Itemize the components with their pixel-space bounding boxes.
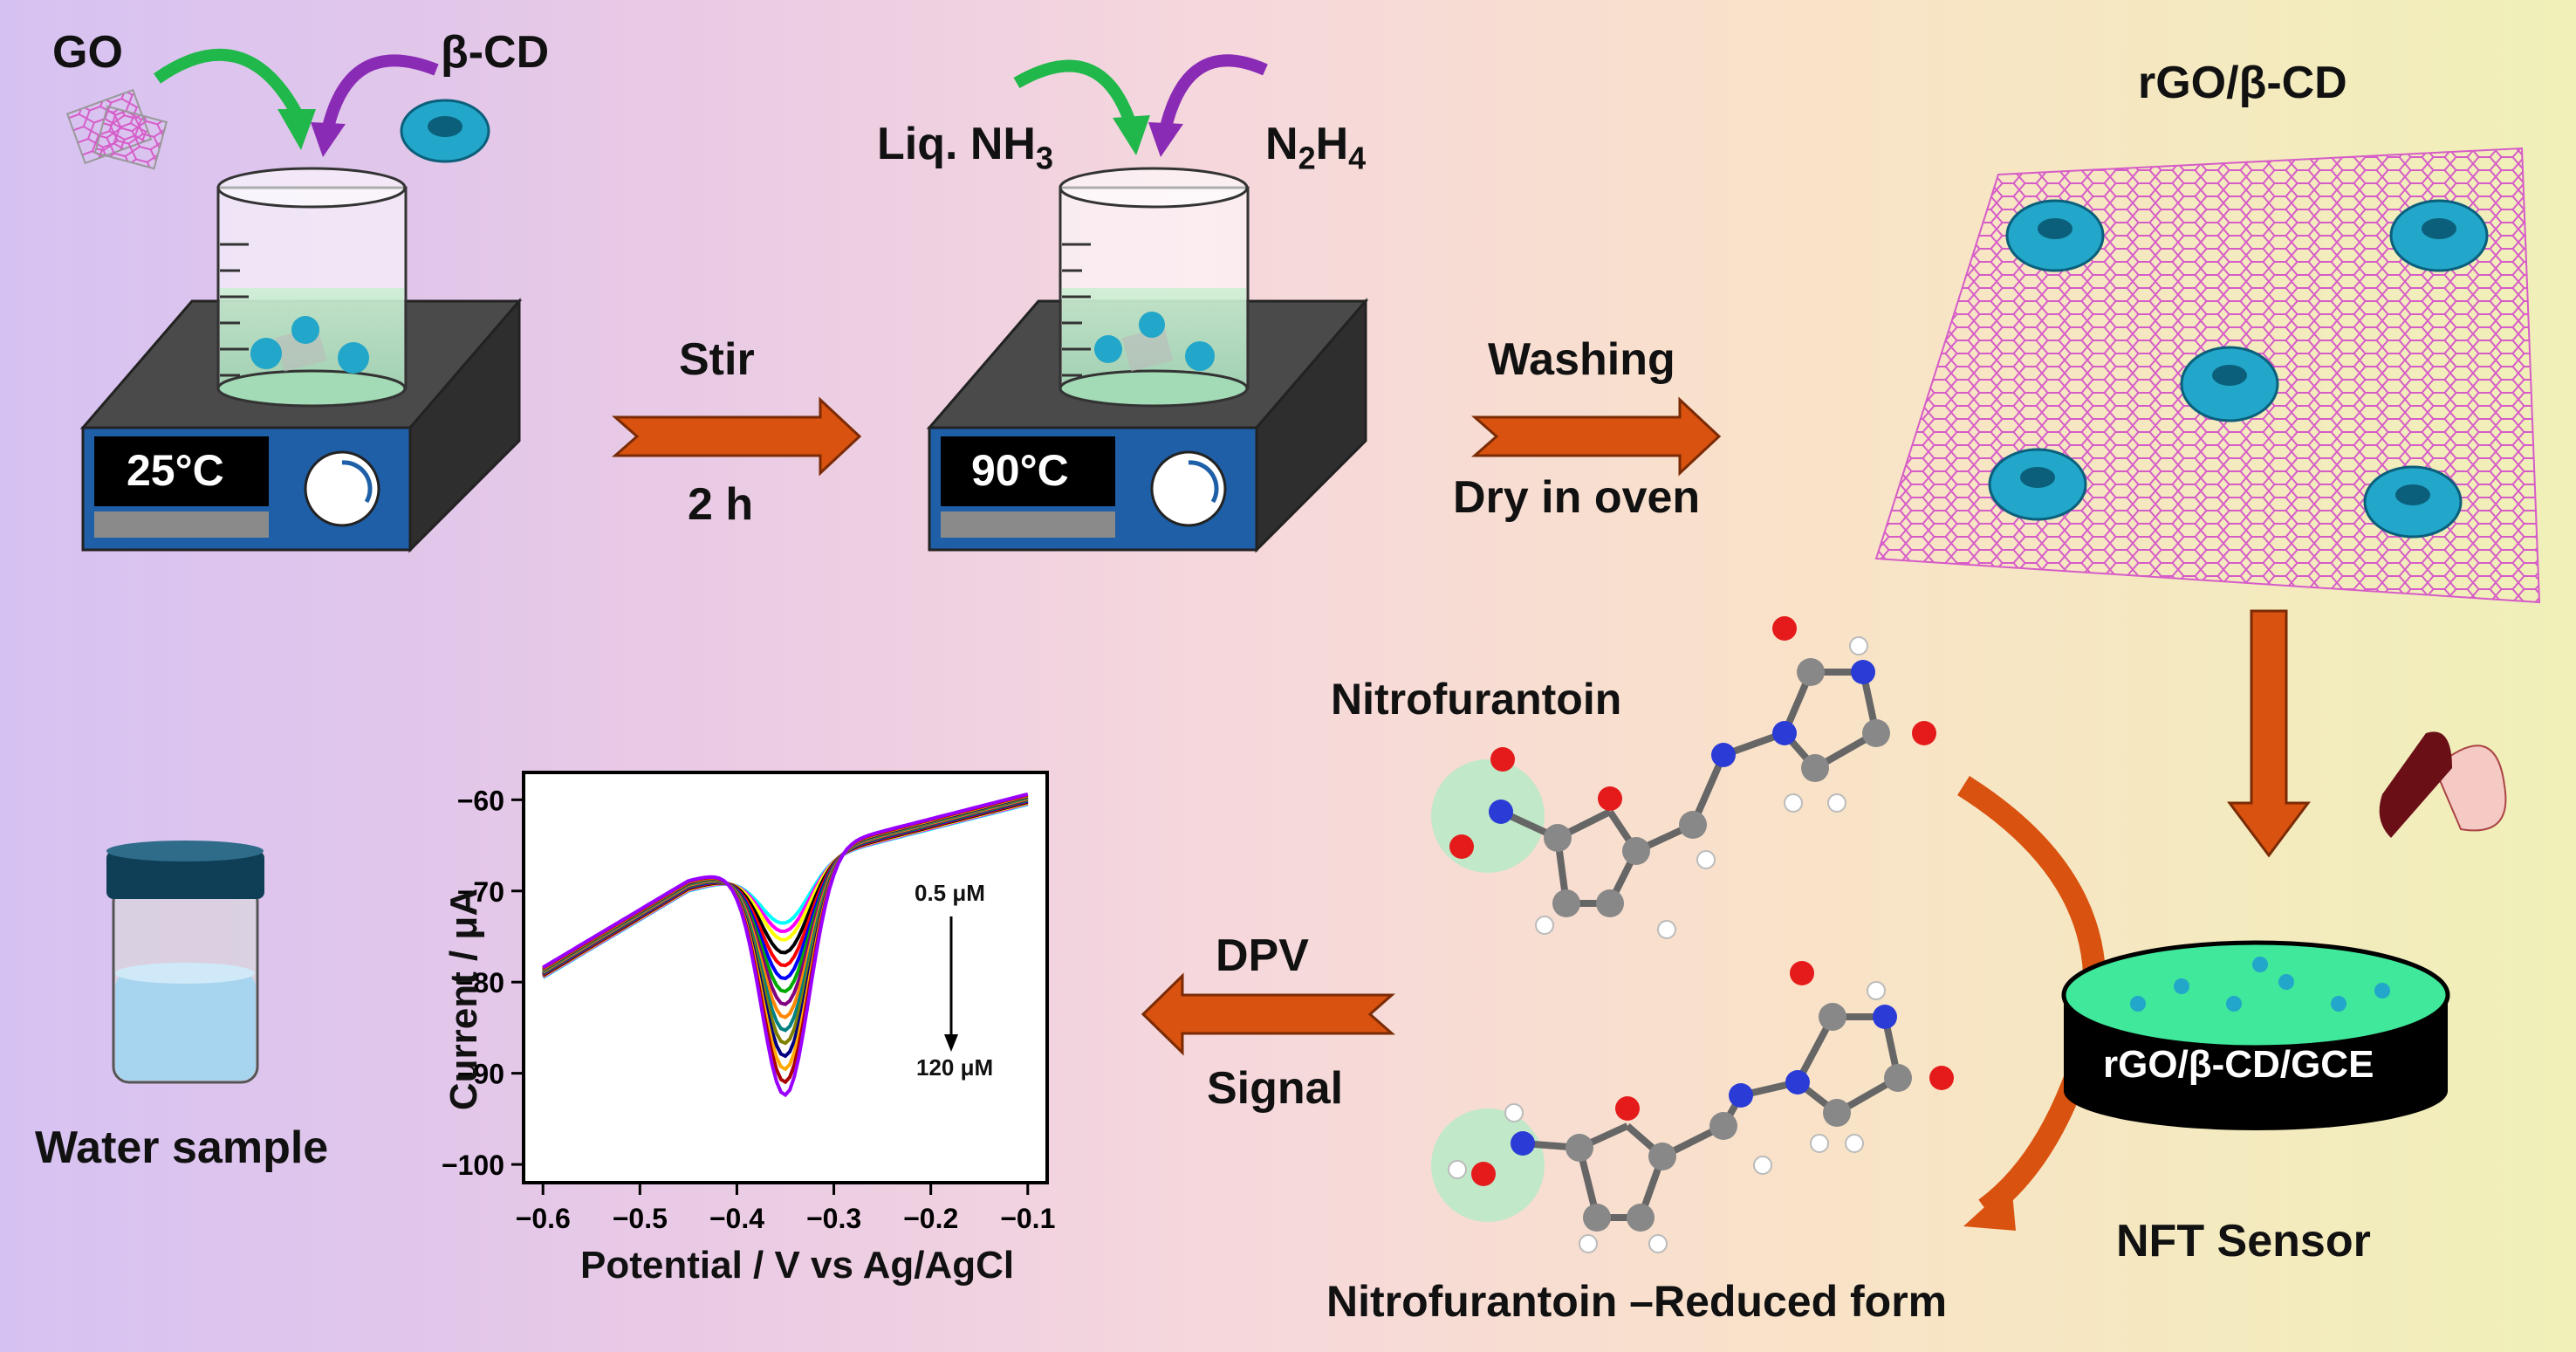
duration-label: 2 h	[688, 479, 754, 530]
beaker-2	[1058, 167, 1250, 408]
signal-label: Signal	[1207, 1063, 1344, 1114]
go-label: GO	[52, 27, 123, 78]
concentration-arrow-head	[944, 1034, 958, 1052]
arrow-dpv	[1141, 972, 1395, 1056]
nitrofurantoin-molecule	[1431, 616, 1936, 939]
arrow-down	[2227, 609, 2311, 858]
graphene-sheet	[1874, 147, 2541, 604]
stirrer-hotplate-1	[79, 297, 523, 553]
arrow-washing	[1471, 396, 1722, 477]
y-tick-label: −90	[457, 1059, 504, 1090]
electrode-label: rGO/β-CD/GCE	[2103, 1043, 2374, 1086]
reduced-form-label: Nitrofurantoin –Reduced form	[1326, 1277, 1948, 1326]
conc-start-label: 0.5 μM	[915, 880, 985, 906]
x-tick-label: −0.3	[806, 1203, 861, 1234]
green-arrow-2	[1013, 59, 1136, 125]
dropper-hand-icon	[2379, 731, 2507, 838]
green-arrow-1	[153, 48, 303, 117]
dpv-curve	[542, 792, 1029, 1098]
nitrofurantoin-label: Nitrofurantoin	[1331, 675, 1622, 724]
y-tick-label: −80	[457, 967, 504, 999]
temp-display-1: 25°C	[127, 446, 224, 495]
liq-nh3-text: Liq. NH	[877, 119, 1036, 169]
y-axis-title: Current / μA	[442, 888, 486, 1111]
hydrazine-label: N2H4	[1265, 118, 1366, 176]
purple-arrow-2-head	[1148, 122, 1183, 157]
dry-label: Dry in oven	[1453, 472, 1701, 523]
washing-label: Washing	[1488, 334, 1675, 385]
product-title: rGO/β-CD	[2138, 58, 2347, 108]
dpv-label: DPV	[1216, 930, 1309, 981]
hydrazine-sub-2: 4	[1348, 140, 1367, 176]
hydrazine-h: H	[1315, 119, 1349, 169]
y-tick-label: −70	[457, 876, 504, 908]
electrode-disc	[2061, 940, 2450, 1130]
arrow-stir	[612, 396, 862, 477]
beta-cd-particle	[400, 99, 490, 163]
chart-axes: −0.6 −0.5 −0.4 −0.3 −0.2 −0.1 −60 −70 −80 −90 −100	[442, 785, 1055, 1234]
temp-display-2: 90°C	[971, 446, 1069, 495]
liq-nh3-sub: 3	[1035, 140, 1054, 176]
hydrazine-sub-1: 2	[1298, 140, 1316, 176]
green-arrow-1-head	[277, 109, 316, 150]
sensor-caption: NFT Sensor	[2116, 1216, 2371, 1266]
water-sample-jar	[106, 841, 264, 1084]
purple-arrow-1-head	[311, 122, 346, 157]
chart-series-group	[542, 792, 1029, 1098]
beaker-1	[216, 167, 408, 408]
x-tick-label: −0.1	[1000, 1203, 1055, 1234]
y-tick-label: −60	[457, 785, 504, 816]
reduced-nitrofurantoin-molecule	[1431, 961, 1954, 1253]
curved-arrow-head	[1963, 1183, 2016, 1231]
stir-label: Stir	[679, 334, 755, 385]
purple-arrow-2	[1159, 54, 1268, 133]
x-tick-label: −0.5	[613, 1203, 668, 1234]
x-axis-title: Potential / V vs Ag/AgCl	[580, 1244, 1015, 1287]
water-sample-label: Water sample	[35, 1122, 329, 1173]
hydrazine-n: N	[1265, 119, 1298, 169]
conc-end-label: 120 μM	[916, 1054, 994, 1081]
x-tick-label: −0.6	[516, 1203, 571, 1234]
go-sheets	[65, 88, 168, 170]
beta-cd-label: β-CD	[441, 27, 550, 78]
x-tick-label: −0.4	[709, 1203, 764, 1234]
dpv-chart: −0.6 −0.5 −0.4 −0.3 −0.2 −0.1 −60 −70 −80 −90 −100	[442, 771, 1055, 1234]
x-tick-label: −0.2	[903, 1203, 958, 1234]
y-tick-label: −100	[442, 1150, 504, 1181]
liq-nh3-label: Liq. NH3	[877, 118, 1053, 176]
green-arrow-2-head	[1113, 115, 1150, 155]
purple-arrow-1	[321, 54, 439, 133]
